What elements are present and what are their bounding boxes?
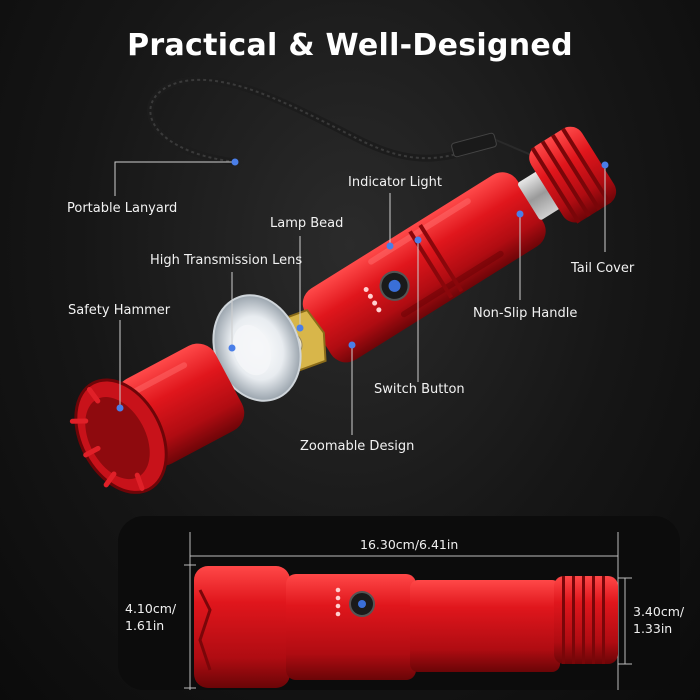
label-tail-cover: Tail Cover — [571, 261, 635, 276]
label-non-slip-handle: Non-Slip Handle — [473, 306, 578, 321]
head — [69, 343, 245, 494]
label-safety-hammer: Safety Hammer — [68, 303, 171, 318]
length-dimension-line — [184, 532, 632, 690]
callout-lines — [114, 161, 606, 435]
length-dimension-label: 16.30cm/6.41in — [360, 537, 459, 552]
lanyard-clip — [451, 132, 497, 158]
head-diameter-cm: 4.10cm/ — [125, 601, 177, 616]
label-indicator-light: Indicator Light — [348, 175, 443, 190]
label-high-transmission-lens: High Transmission Lens — [150, 253, 303, 268]
head-diameter-in: 1.61in — [125, 618, 165, 633]
lanyard — [146, 76, 474, 166]
handle — [302, 126, 617, 363]
label-portable-lanyard: Portable Lanyard — [67, 201, 178, 216]
label-switch-button: Switch Button — [374, 382, 465, 397]
tail-diameter-in: 1.33in — [633, 621, 673, 636]
page-title: Practical & Well-Designed — [127, 28, 573, 63]
tail-diameter-cm: 3.40cm/ — [633, 604, 685, 619]
callout-dots — [116, 158, 609, 412]
label-lamp-bead: Lamp Bead — [270, 216, 344, 231]
flashlight-side-view — [194, 566, 618, 688]
label-zoomable-design: Zoomable Design — [300, 439, 415, 454]
